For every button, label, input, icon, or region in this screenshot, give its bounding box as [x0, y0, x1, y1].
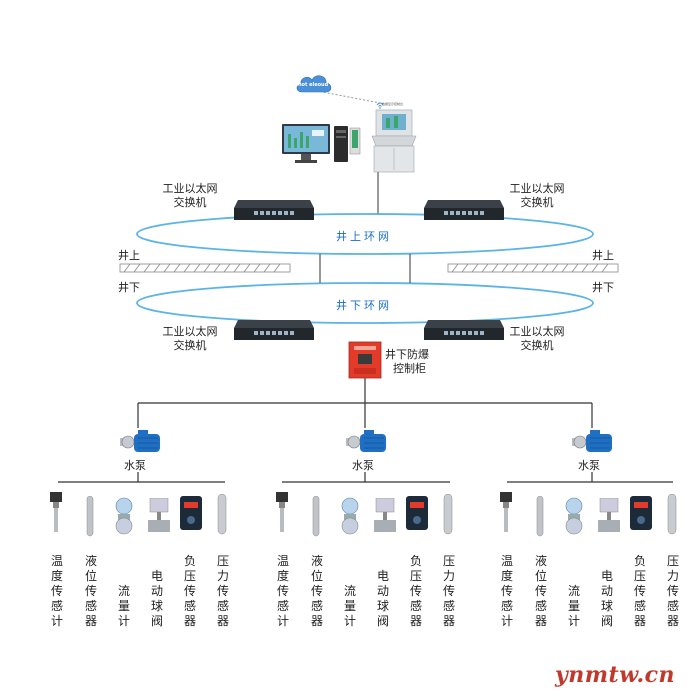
sensor-label-flow: 流量计 [117, 584, 130, 628]
sensor-label-temperature: 温度传感计 [50, 554, 63, 628]
sensor-label-temperature: 温度传感计 [500, 554, 513, 628]
negative-pressure-sensor-icon [178, 496, 204, 538]
sensor-label-level: 液位传感器 [534, 554, 547, 628]
negative-pressure-sensor-icon [628, 496, 654, 538]
sensor-label-valve: 电动球阀 [376, 569, 389, 628]
sensor-label-pressure: 压力传感器 [442, 554, 455, 628]
sensor-label-flow: 流量计 [567, 584, 580, 628]
server-computer-icon [280, 122, 362, 166]
sensor-label-negative-pressure: 负压传感器 [633, 554, 646, 628]
water-pump-icon [344, 428, 390, 456]
cloud-icon: hot eleoud [294, 70, 334, 96]
console-label: 数据显示控制台 [382, 102, 404, 106]
wireless-link-line [311, 89, 381, 104]
water-pump-icon [570, 428, 616, 456]
wifi-icon [376, 95, 384, 109]
electric-valve-icon [596, 497, 622, 542]
sensor-group-2: 温度传感计 液位传感器 流量计 电动球阀 负压传感器 压力传感器 [272, 484, 462, 634]
lower-ring-label: 井下环网 [336, 299, 392, 312]
sensor-label-pressure: 压力传感器 [666, 554, 679, 628]
sensor-group-1: 温度传感计 液位传感器 流量计 电动球阀 负压传感器 压力传感器 [46, 484, 236, 634]
lower-ring [136, 282, 594, 324]
sensor-label-level: 液位传感器 [310, 554, 323, 628]
flow-meter-icon [110, 496, 138, 540]
level-above-right: 井上 [592, 249, 614, 262]
switch-bottom-right-icon [424, 316, 504, 344]
electric-valve-icon [146, 497, 172, 542]
upper-ring [136, 213, 594, 255]
pump-label: 水泵 [352, 459, 374, 472]
sensor-group-3: 温度传感计 液位传感器 流量计 电动球阀 负压传感器 压力传感器 [496, 484, 686, 634]
sensor-label-valve: 电动球阀 [150, 569, 163, 628]
sensor-label-negative-pressure: 负压传感器 [409, 554, 422, 628]
sensor-label-temperature: 温度传感计 [276, 554, 289, 628]
switch-label-bottom-right: 工业以太网交换机 [509, 325, 565, 352]
sensor-label-pressure: 压力传感器 [216, 554, 229, 628]
switch-top-right-icon [424, 196, 504, 224]
water-pump-icon [118, 428, 164, 456]
level-below-right: 井下 [592, 281, 614, 294]
switch-top-left-icon [234, 196, 314, 224]
flow-meter-icon [560, 496, 588, 540]
pressure-sensor-icon [666, 493, 678, 542]
switch-bottom-left-icon [234, 316, 314, 344]
explosion-proof-cabinet-icon [348, 340, 382, 380]
level-below-left: 井下 [118, 281, 140, 294]
switch-label-bottom-left: 工业以太网交换机 [162, 325, 218, 352]
temperature-sensor-icon [48, 492, 66, 540]
cabinet-label: 井下防爆 控制柜 [385, 348, 429, 375]
pump-label: 水泵 [124, 459, 146, 472]
level-sensor-icon [84, 495, 96, 544]
level-above-left: 井上 [118, 249, 140, 262]
negative-pressure-sensor-icon [404, 496, 430, 538]
sensor-label-flow: 流量计 [343, 584, 356, 628]
cloud-label: hot eleoud [298, 82, 329, 88]
switch-label-top-left: 工业以太网交换机 [162, 182, 218, 209]
watermark: ynmtw.cn [555, 662, 675, 688]
control-console-icon: 数据显示控制台 [370, 100, 420, 174]
pump-label: 水泵 [578, 459, 600, 472]
level-sensor-icon [534, 495, 546, 544]
sensor-label-level: 液位传感器 [84, 554, 97, 628]
upper-ring-label: 井上环网 [336, 230, 392, 243]
pressure-sensor-icon [442, 493, 454, 542]
sensor-label-negative-pressure: 负压传感器 [183, 554, 196, 628]
electric-valve-icon [372, 497, 398, 542]
temperature-sensor-icon [498, 492, 516, 540]
temperature-sensor-icon [274, 492, 292, 540]
ground-hatch-right [447, 263, 619, 273]
switch-label-top-right: 工业以太网交换机 [509, 182, 565, 209]
pressure-sensor-icon [216, 493, 228, 542]
sensor-label-valve: 电动球阀 [600, 569, 613, 628]
ground-hatch-left [119, 263, 291, 273]
level-sensor-icon [310, 495, 322, 544]
flow-meter-icon [336, 496, 364, 540]
